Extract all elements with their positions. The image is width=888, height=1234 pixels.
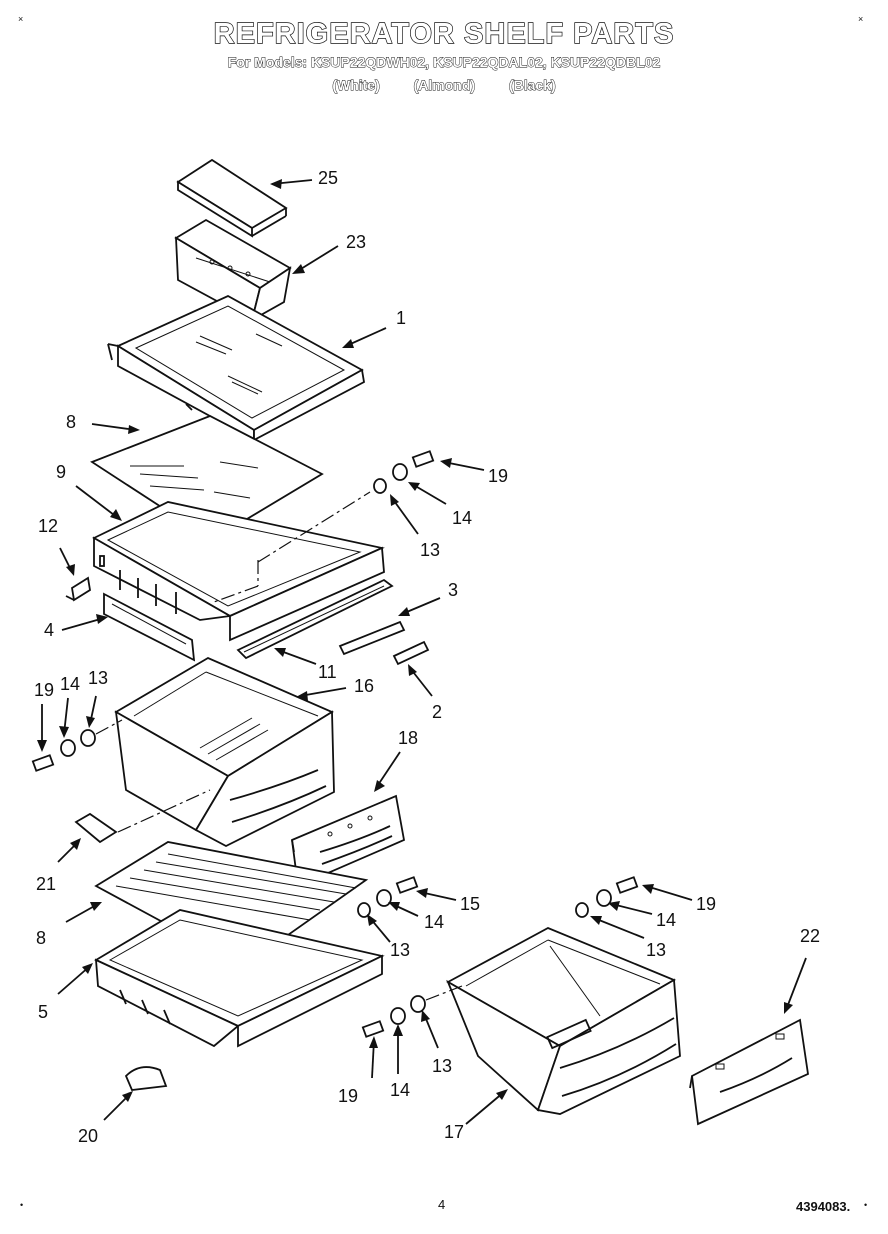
part-19-14-13-fasteners-right xyxy=(575,876,639,918)
callout-25: 25 xyxy=(318,168,338,188)
callout-1: 1 xyxy=(396,308,406,328)
document-number: 4394083. xyxy=(796,1199,851,1214)
callout-14-bottom: 14 xyxy=(390,1080,410,1100)
corner-mark-bottom-left: • xyxy=(20,1200,24,1210)
callout-3: 3 xyxy=(448,580,458,600)
part-21-bracket xyxy=(74,789,211,844)
callout-11: 11 xyxy=(318,662,337,682)
callout-13-right: 13 xyxy=(646,940,666,960)
part-16-crisper-drawer xyxy=(114,656,335,848)
part-13-14-19-fasteners-top xyxy=(257,450,435,563)
callout-16: 16 xyxy=(354,676,374,696)
part-17-drawer xyxy=(446,927,681,1115)
callout-20: 20 xyxy=(78,1126,98,1146)
callout-14-center: 14 xyxy=(424,912,444,932)
part-19-14-13-fasteners-left xyxy=(31,719,123,772)
corner-mark-top-left: × xyxy=(18,14,24,24)
callout-9: 9 xyxy=(56,462,66,482)
callout-labels: 25 23 1 8 19 9 14 13 12 3 4 11 2 19 14 1… xyxy=(34,168,820,1146)
callout-13-left: 13 xyxy=(88,668,108,688)
callout-13-center: 13 xyxy=(390,940,410,960)
callout-4: 4 xyxy=(44,620,54,640)
callout-18: 18 xyxy=(398,728,418,748)
colors-line: (White) (Almond) (Black) xyxy=(332,77,556,94)
callout-23: 23 xyxy=(346,232,366,252)
corner-mark-bottom-right: • xyxy=(864,1200,868,1210)
part-25-lid xyxy=(176,158,288,238)
callout-19-bottom: 19 xyxy=(338,1086,358,1106)
callout-8-lower: 8 xyxy=(36,928,46,948)
callout-19-top: 19 xyxy=(488,466,508,486)
models-line: For Models: KSUP22QDWH02, KSUP22QDAL02, … xyxy=(227,54,661,71)
page-number: 4 xyxy=(438,1197,446,1212)
callout-5: 5 xyxy=(38,1002,48,1022)
part-19-14-13-fasteners-bottom xyxy=(361,985,463,1038)
callout-15: 15 xyxy=(460,894,480,914)
callout-22: 22 xyxy=(800,926,820,946)
part-22-drawer-front xyxy=(689,1018,809,1126)
callout-13-top: 13 xyxy=(420,540,440,560)
part-4-rail xyxy=(103,592,196,662)
part-15-14-13-fasteners-center xyxy=(357,876,419,918)
part-3-11-2-trim xyxy=(236,578,430,666)
callout-14-top: 14 xyxy=(452,508,472,528)
callout-8-upper: 8 xyxy=(66,412,76,432)
callout-13-bottom: 13 xyxy=(432,1056,452,1076)
callout-14-right: 14 xyxy=(656,910,676,930)
part-12-clip xyxy=(65,576,91,602)
callout-19-left: 19 xyxy=(34,680,54,700)
callout-21: 21 xyxy=(36,874,56,894)
callout-14-left: 14 xyxy=(60,674,80,694)
callout-19-right: 19 xyxy=(696,894,716,914)
part-9-crisper-frame xyxy=(92,501,385,642)
part-23-bin xyxy=(174,218,292,322)
part-5-lower-frame xyxy=(94,909,385,1048)
callout-17: 17 xyxy=(444,1122,464,1142)
part-8-glass-lower xyxy=(94,841,369,968)
corner-mark-top-right: × xyxy=(858,14,864,24)
callout-12: 12 xyxy=(38,516,58,536)
part-1-shelf xyxy=(107,294,365,442)
part-20-cover xyxy=(124,1066,168,1091)
callout-2: 2 xyxy=(432,702,442,722)
leader-arrows xyxy=(37,179,807,1125)
diagram-title: REFRIGERATOR SHELF PARTS xyxy=(213,17,675,50)
